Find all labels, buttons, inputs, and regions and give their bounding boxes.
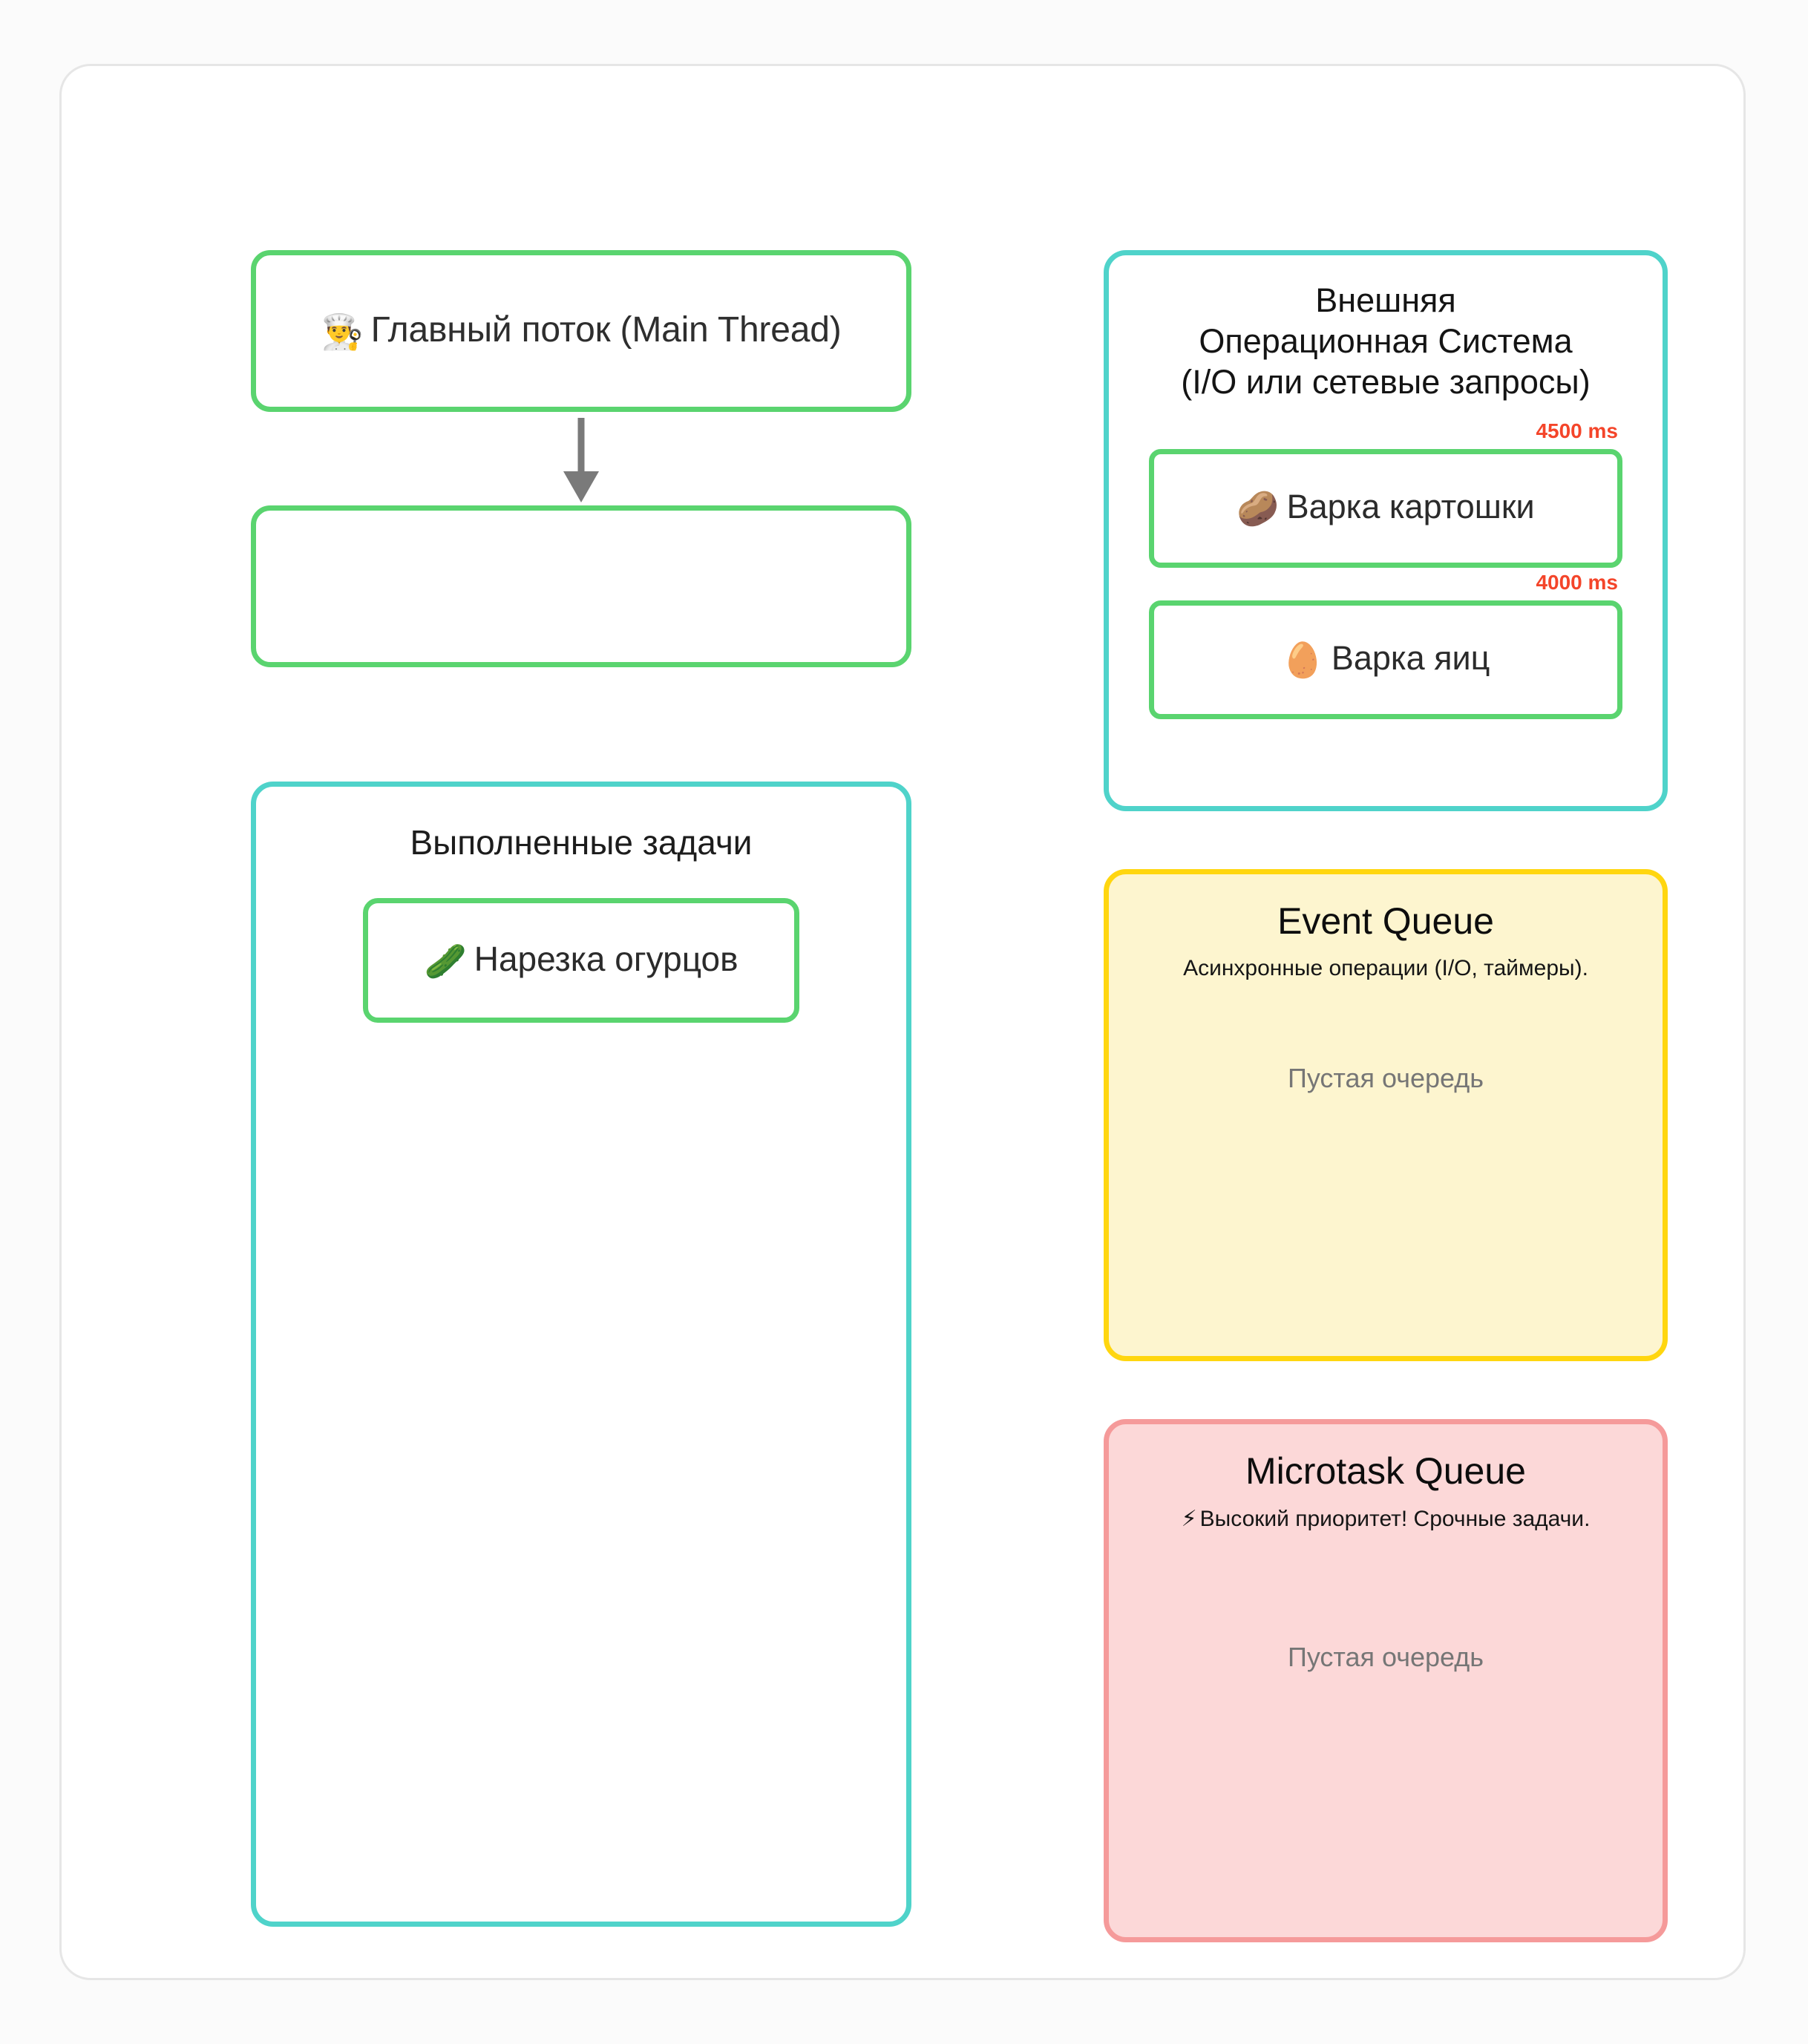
chef-cook-emoji: 👨‍🍳 [321,312,364,351]
microtask-queue-title: Microtask Queue [1245,1450,1526,1492]
os-task-label: 🥚Варка яиц [1282,639,1490,681]
main-thread-text: Главный поток (Main Thread) [370,310,842,350]
flow-arrow [251,412,911,505]
potato-emoji: 🥔 [1237,488,1280,528]
os-title-line-3: (I/O или сетевые запросы) [1181,362,1591,401]
event-queue-empty-label: Пустая очередь [1287,1063,1484,1093]
completed-task-label: 🥒Нарезка огурцов [424,939,738,982]
call-stack-box[interactable] [251,505,911,667]
os-task-entry: 4000 ms 🥚Варка яиц [1149,571,1622,719]
event-queue-panel: Event Queue Асинхронные операции (I/O, т… [1104,869,1668,1361]
status-badge: 4000 ms [1536,570,1618,594]
main-thread-label: 👨‍🍳Главный поток (Main Thread) [321,309,841,353]
main-card-container: 👨‍🍳Главный поток (Main Thread) Выполненн… [59,64,1746,1980]
arrow-down-icon [563,418,599,502]
os-task-label: 🥔Варка картошки [1237,488,1534,529]
cucumber-emoji: 🥒 [424,942,467,980]
completed-tasks-title: Выполненные задачи [410,823,753,862]
event-queue-title: Event Queue [1277,900,1494,942]
right-column: Внешняя Операционная Система (I/O или се… [1104,250,1668,1942]
main-thread-box[interactable]: 👨‍🍳Главный поток (Main Thread) [251,250,911,412]
completed-task-text: Нарезка огурцов [474,940,738,978]
os-title-line-2: Операционная Система [1199,321,1573,360]
list-item[interactable]: 🥒Нарезка огурцов [363,898,799,1023]
os-task-box[interactable]: 🥔Варка картошки [1149,448,1622,568]
external-os-box: Внешняя Операционная Система (I/O или се… [1104,250,1668,811]
microtask-queue-panel: Microtask Queue ⚡Высокий приоритет! Сроч… [1104,1419,1668,1942]
os-task-box[interactable]: 🥚Варка яиц [1149,600,1622,719]
egg-emoji: 🥚 [1281,640,1324,679]
os-task-entry: 4500 ms 🥔Варка картошки [1149,419,1622,568]
lightning-bolt-icon: ⚡ [1181,1507,1197,1531]
event-queue-subtitle: Асинхронные операции (I/O, таймеры). [1183,956,1588,980]
microtask-queue-subtitle: ⚡Высокий приоритет! Срочные задачи. [1130,1506,1642,1532]
completed-tasks-list: 🥒Нарезка огурцов [256,898,906,1023]
os-title-line-1: Внешняя [1315,281,1456,319]
os-task-text: Варка картошки [1286,487,1535,525]
status-badge: 4500 ms [1536,419,1618,442]
external-os-title: Внешняя Операционная Система (I/O или се… [1149,281,1622,403]
os-task-text: Варка яиц [1331,638,1490,677]
left-column: 👨‍🍳Главный поток (Main Thread) Выполненн… [251,250,911,1927]
microtask-queue-empty-label: Пустая очередь [1287,1642,1484,1672]
completed-tasks-panel: Выполненные задачи 🥒Нарезка огурцов [251,782,911,1927]
microtask-subtitle-text: Высокий приоритет! Срочные задачи. [1199,1507,1591,1531]
